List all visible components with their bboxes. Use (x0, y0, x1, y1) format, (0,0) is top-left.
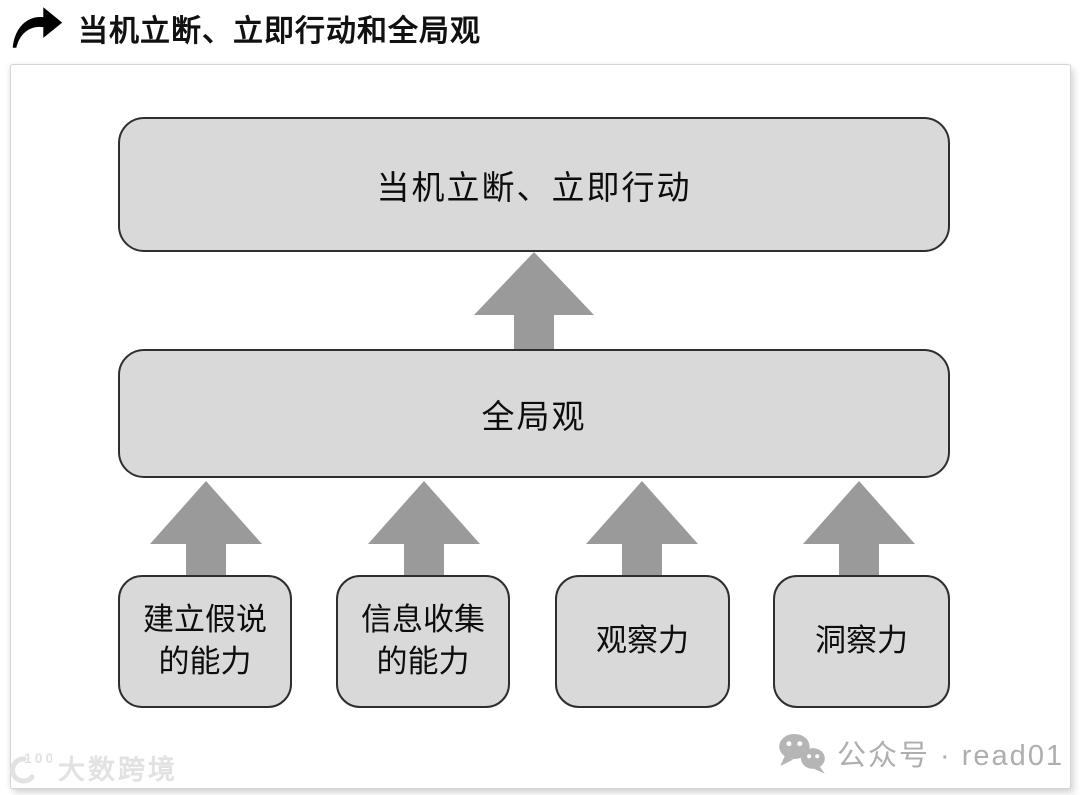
wechat-watermark-text: 公众号 · read01 (837, 740, 1065, 772)
diagram-box-info-gathering-ability: 信息收集 的能力 (336, 575, 510, 708)
box-label-line2: 的能力 (158, 643, 252, 680)
diagram-box-hypothesis-ability: 建立假说 的能力 (118, 575, 292, 708)
share-arrow-icon (12, 7, 63, 48)
box-label: 全局观 (481, 396, 587, 436)
up-arrow-icon (474, 252, 594, 350)
diagram-box-big-picture: 全局观 (118, 349, 950, 478)
box-label-line1: 信息收集 (361, 601, 485, 638)
box-label: 当机立断、立即行动 (376, 167, 692, 207)
up-arrow-icon (150, 481, 262, 576)
brand-watermark-text: 大数跨境 (58, 755, 178, 785)
brand-logo-100: 100 (24, 750, 52, 766)
up-arrow-icon (803, 481, 915, 576)
up-arrow-icon (586, 481, 698, 576)
page-title: 当机立断、立即行动和全局观 (78, 15, 481, 48)
brand-watermark: 100 大数跨境 (8, 748, 178, 787)
brand-logo-icon: 100 (10, 750, 52, 783)
box-label-line1: 观察力 (596, 622, 689, 659)
box-label-line2: 的能力 (376, 643, 470, 680)
header: 当机立断、立即行动和全局观 (10, 2, 481, 54)
wechat-watermark: 公众号 · read01 (777, 732, 1064, 774)
diagram-box-decision-action: 当机立断、立即行动 (118, 117, 950, 252)
diagram-box-insight: 洞察力 (773, 575, 950, 708)
diagram-box-observation: 观察力 (555, 575, 730, 708)
box-label-line1: 洞察力 (815, 622, 908, 659)
wechat-icon (779, 733, 825, 774)
box-label-line1: 建立假说 (143, 601, 267, 638)
up-arrow-icon (368, 481, 480, 576)
